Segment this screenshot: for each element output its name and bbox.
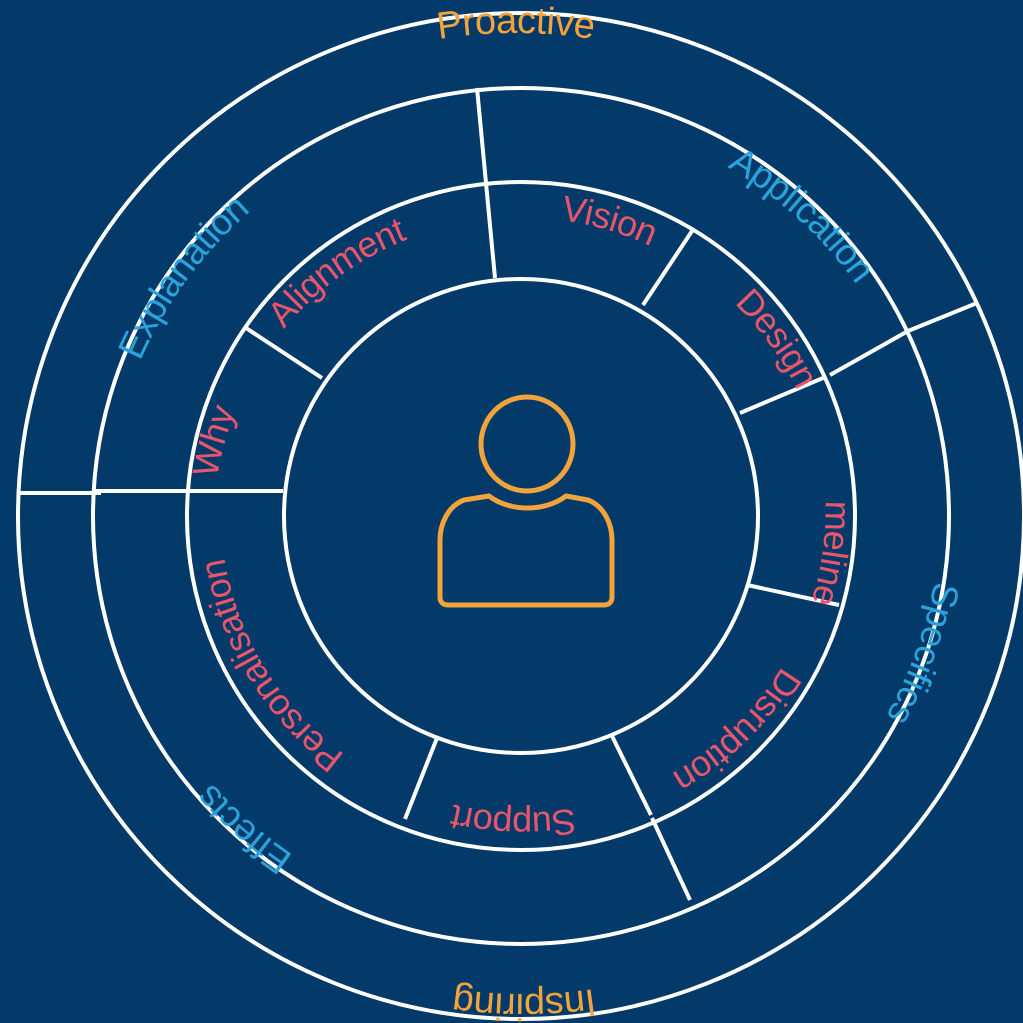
inner-divider-design-timeline <box>739 376 824 415</box>
middle-label-specifics-text: Specifics <box>879 579 967 732</box>
middle-divider-top <box>475 87 497 279</box>
inner-label-design: Design <box>729 280 827 394</box>
middle-label-effects: Effects <box>187 777 298 882</box>
person-icon-body <box>437 493 615 608</box>
inner-label-design-text: Design <box>729 280 827 394</box>
outer-label-proactive: Proactive <box>434 0 597 48</box>
middle-divider-right <box>829 329 909 377</box>
inner-divider-support-personalisation <box>403 737 439 820</box>
middle-label-explanation: Explanation <box>110 186 256 364</box>
outer-divider-right <box>907 301 978 333</box>
outer-ring-circle <box>16 11 1023 1021</box>
inner-ring-labels: Why Alignment Vision Design Timeline Dis… <box>0 0 859 846</box>
inner-label-timeline-text: Timeline <box>0 0 859 611</box>
ring-outlines <box>16 11 1023 1021</box>
segment-dividers <box>18 87 978 901</box>
middle-label-specifics: Specifics <box>879 579 967 732</box>
inner-label-support-text: Support <box>446 797 578 846</box>
inner-ring-outer-circle <box>185 180 857 852</box>
inner-divider-why-alignment <box>244 326 324 380</box>
inner-divider-timeline-disruption <box>746 583 840 607</box>
person-icon-head <box>478 394 576 494</box>
inner-label-support: Support <box>446 797 578 846</box>
inner-label-why-text: Why <box>184 399 243 480</box>
middle-label-application: Application <box>723 139 883 290</box>
inner-label-alignment: Alignment <box>259 209 411 335</box>
middle-label-effects-text: Effects <box>187 777 298 882</box>
inner-label-why: Why <box>184 399 243 480</box>
inner-ring-inner-circle <box>282 277 760 755</box>
inner-label-personalisation: Personalisation <box>192 556 350 781</box>
outer-ring-labels: Proactive Inspiring <box>434 0 598 1023</box>
middle-ring-outer-circle <box>91 86 951 946</box>
middle-label-application-text: Application <box>723 139 883 290</box>
inner-label-vision: Vision <box>559 187 664 253</box>
outer-label-top-text: Proactive <box>434 0 597 48</box>
inner-label-timeline: Timeline <box>0 0 859 611</box>
inner-divider-disruption-support <box>610 735 653 816</box>
inner-label-personalisation-text: Personalisation <box>192 556 350 781</box>
inner-label-vision-text: Vision <box>559 187 664 253</box>
inner-divider-vision-design <box>641 226 696 307</box>
inner-label-alignment-text: Alignment <box>259 209 411 335</box>
middle-label-explanation-text: Explanation <box>110 186 256 364</box>
person-icon <box>437 394 615 608</box>
middle-divider-bottom <box>650 817 692 901</box>
